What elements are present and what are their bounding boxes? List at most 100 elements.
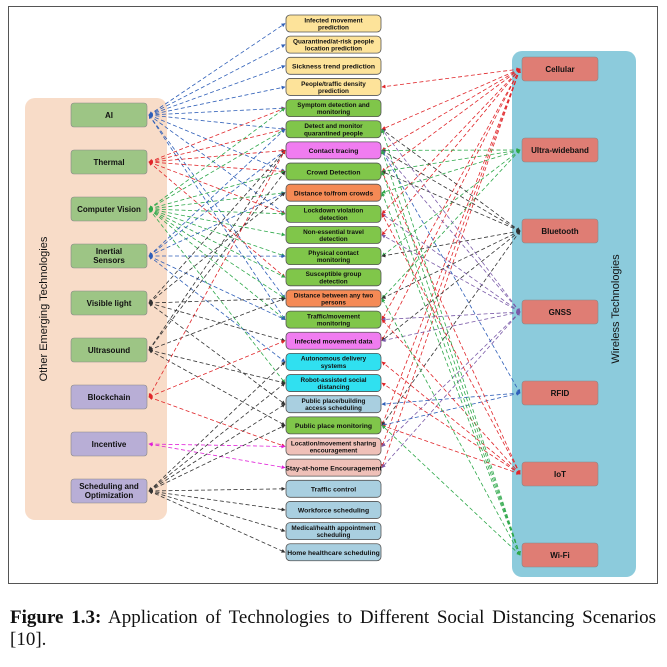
right-node-label: GNSS [549, 308, 572, 317]
scenario-box [285, 141, 382, 160]
left-node-box [70, 384, 148, 410]
scenario-label: Crowd Detection [306, 169, 360, 176]
left-node-box [70, 243, 148, 269]
edge-thermal-to-detect-and-monitor-quarantined-people [148, 128, 286, 164]
scenario-box [285, 35, 382, 54]
right-node-layer: CellularUltra-widebandBluetoothGNSSRFIDI… [521, 56, 599, 568]
scenario-label: Workforce scheduling [298, 508, 369, 515]
edge-ultrasound-to-crowd-detection [148, 171, 286, 351]
left-node-ultrasound: Ultrasound [70, 337, 148, 363]
scenario-label: Sickness trend prediction [292, 64, 375, 71]
edge-sched-to-traffic-control [148, 486, 286, 493]
scenario-node-crowd-detection: Crowd Detection [285, 162, 382, 181]
figure-frame: Other Emerging Technologies Wireless Tec… [8, 6, 658, 584]
edge-uwb-to-distance-between-any-two-persons [381, 149, 521, 299]
edge-iot-to-robot-assisted-social-distancing [381, 382, 521, 475]
edge-sched-to-autonomous-delivery-systems [148, 361, 286, 492]
right-node-uwb: Ultra-wideband [521, 137, 599, 163]
edge-wifi-to-detect-and-monitor-quarantined-people [381, 128, 521, 556]
scenario-box [285, 120, 382, 139]
left-node-box [70, 337, 148, 363]
scenario-box [285, 543, 382, 562]
right-node-label: IoT [554, 470, 566, 479]
scenario-box [285, 247, 382, 266]
right-node-label: Wi-Fi [550, 551, 569, 560]
scenario-label: Infected movement data [295, 338, 373, 345]
edge-ultrasound-to-contact-tracing [148, 149, 286, 351]
edge-visible-to-distance-to-from-crowds [148, 192, 286, 304]
right-node-wifi: Wi-Fi [521, 542, 599, 568]
left-node-visible: Visible light [70, 290, 148, 316]
scenario-label: Contact tracing [309, 148, 359, 155]
left-node-box [70, 478, 148, 504]
edge-ai-to-sickness-trend-prediction [148, 65, 286, 116]
edge-ultrasound-to-robot-assisted-social-distancing [148, 348, 286, 385]
scenario-box [285, 268, 382, 287]
edge-gnss-to-traffic-movement-monitoring [381, 310, 521, 322]
scenario-node-distance-to-from-crowds: Distance to/from crowds [285, 183, 382, 202]
scenario-box [285, 289, 382, 308]
scenario-box [285, 479, 382, 498]
right-node-box [521, 380, 599, 406]
scenario-box [285, 14, 382, 33]
left-panel-title: Other Emerging Technologies [38, 236, 50, 381]
left-node-box [70, 102, 148, 128]
edge-visible-to-distance-between-any-two-persons [148, 296, 286, 305]
left-node-ai: AI [70, 102, 148, 128]
edge-cv-to-physical-contact-monitoring [148, 208, 286, 257]
left-node-box [70, 290, 148, 316]
scenario-box [285, 501, 382, 519]
right-node-gnss: GNSS [521, 299, 599, 325]
scenario-label: Distance to/from crowds [294, 190, 374, 197]
edge-cv-to-detect-and-monitor-quarantined-people [148, 128, 286, 210]
right-node-box [521, 218, 599, 244]
edge-bluetooth-to-detect-and-monitor-quarantined-people [381, 128, 521, 232]
left-node-label: AI [105, 111, 113, 120]
edge-ai-to-lockdown-violation-detection [148, 114, 286, 215]
right-node-box [521, 56, 599, 82]
left-node-thermal: Thermal [70, 149, 148, 175]
scenario-box [285, 204, 382, 223]
scenario-node-contact-tracing: Contact tracing [285, 141, 382, 160]
scenario-box [285, 352, 382, 371]
left-node-label: Ultrasound [88, 346, 130, 355]
scenario-box [285, 416, 382, 435]
edge-wifi-to-public-place-monitoring [381, 425, 521, 556]
right-node-bluetooth: Bluetooth [521, 218, 599, 244]
left-node-label: Visible light [87, 299, 132, 308]
scenario-box [285, 226, 382, 244]
edge-inertial-to-traffic-movement-monitoring [148, 255, 286, 320]
edge-rfid-to-public-place-monitoring [381, 391, 521, 427]
left-node-blockchain: Blockchain [70, 384, 148, 410]
technology-scenario-diagram: Other Emerging Technologies Wireless Tec… [25, 14, 636, 577]
edge-thermal-to-contact-tracing [148, 148, 286, 164]
edge-cellular-to-lockdown-violation-detection [381, 68, 521, 215]
scenario-box [285, 56, 382, 75]
edge-uwb-to-physical-contact-monitoring [381, 149, 521, 257]
left-node-label: Blockchain [88, 393, 131, 402]
scenario-label: Traffic control [311, 487, 356, 494]
right-node-box [521, 137, 599, 163]
figure-caption: Figure 1.3: Application of Technologies … [10, 607, 656, 651]
scenario-node-home-healthcare-scheduling: Home healthcare scheduling [285, 543, 382, 562]
